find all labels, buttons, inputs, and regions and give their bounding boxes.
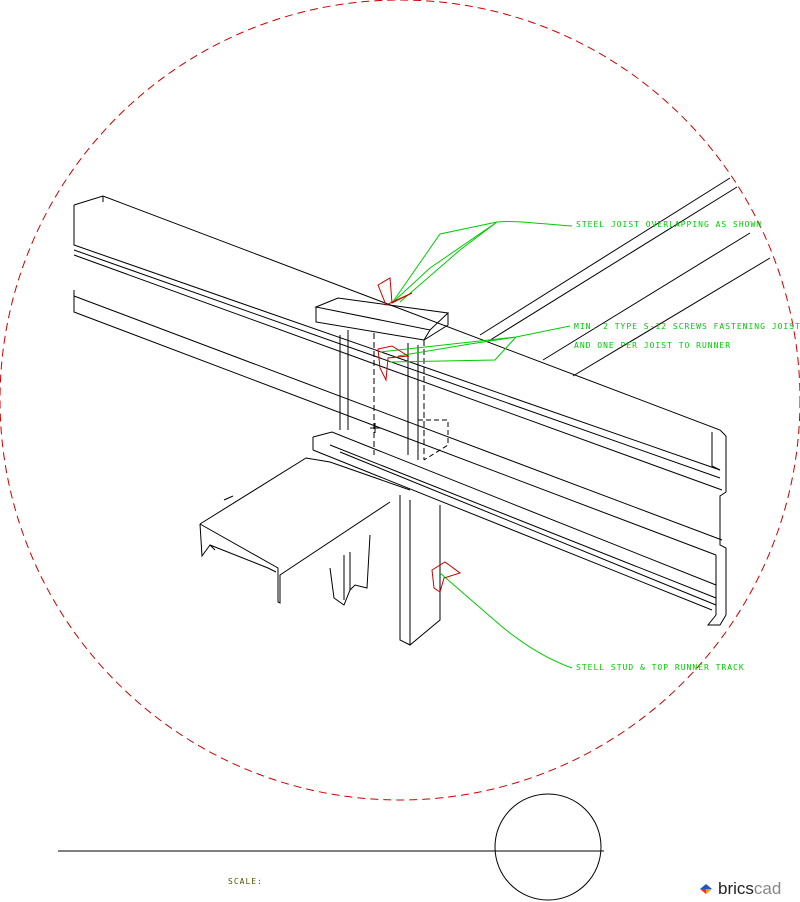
title-block-circle: [494, 793, 602, 901]
note-stud-track: STELL STUD & TOP RUNNER TRACK: [576, 663, 745, 672]
bricscad-logo-icon: [700, 884, 712, 894]
bricscad-wordmark: bricscad: [718, 879, 782, 898]
note-screws-line1: MIN. 2 TYPE S-12 SCREWS FASTENING JOIST: [574, 322, 800, 331]
vertical-stud: [329, 495, 441, 646]
leader-joist-overlap: [391, 220, 573, 304]
bricscad-logo: bricscad: [698, 878, 800, 900]
background-joist: [479, 177, 771, 377]
leader-lines: [379, 220, 573, 669]
leader-screws: [379, 325, 571, 363]
detail-boundary-circle: [0, 0, 800, 801]
note-joist-overlap: STEEL JOIST OVERLAPPING AS SHOWN: [576, 220, 763, 229]
arrow-stud-track: [431, 561, 462, 593]
arrow-screws: [377, 345, 410, 382]
leader-stud-track: [439, 572, 573, 669]
cross-channel: [199, 457, 411, 604]
steel-framing-isometric: [73, 177, 771, 646]
scale-label: SCALE:: [228, 877, 263, 886]
overlap-joist: [314, 297, 450, 461]
arrow-joist-overlap: [377, 277, 413, 306]
top-runner-track: [312, 431, 717, 611]
arrowheads: [377, 277, 462, 593]
note-screws-line2: AND ONE PER JOIST TO RUNNER: [574, 341, 732, 350]
